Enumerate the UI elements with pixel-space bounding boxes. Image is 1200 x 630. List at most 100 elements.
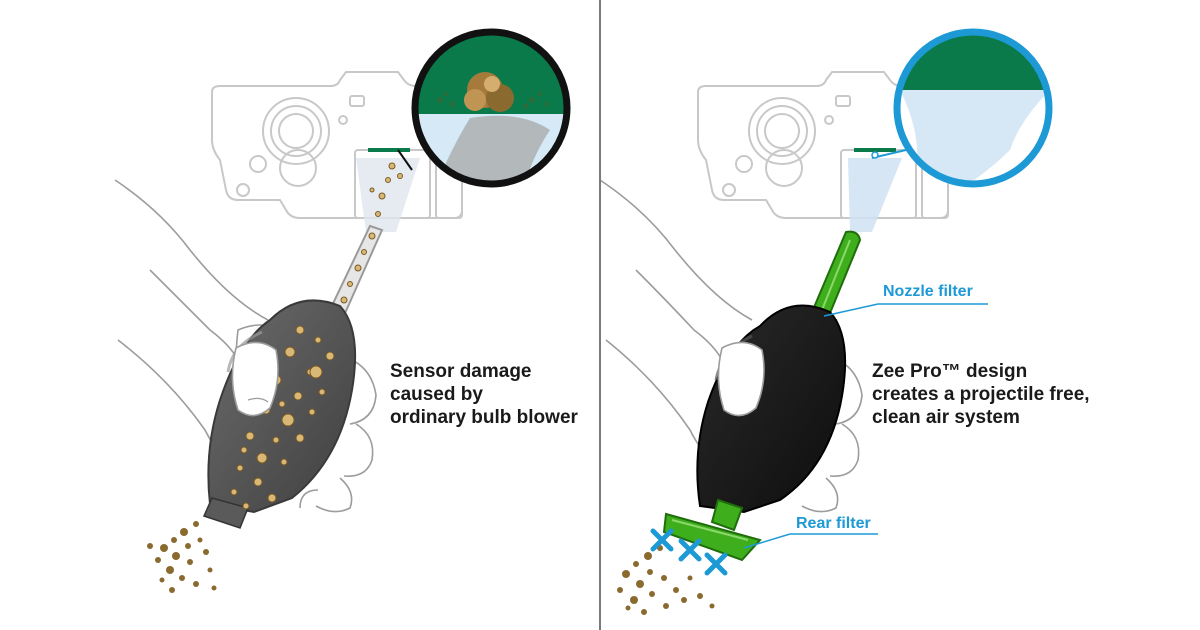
dust-particle-icon bbox=[318, 388, 326, 396]
dust-particle-icon bbox=[309, 365, 323, 379]
dust-particle-icon bbox=[378, 192, 386, 200]
blocked-dust bbox=[617, 545, 715, 615]
dust-particle-icon bbox=[625, 605, 631, 611]
dust-particle-icon bbox=[180, 528, 188, 536]
dust-particle-icon bbox=[172, 552, 180, 560]
dust-particle-icon bbox=[211, 585, 217, 591]
left-caption: Sensor damage caused by ordinary bulb bl… bbox=[390, 360, 578, 429]
dust-particle-icon bbox=[272, 436, 280, 444]
dust-particle-icon bbox=[449, 101, 455, 107]
panel-divider bbox=[599, 0, 601, 630]
dust-particle-icon bbox=[661, 575, 667, 581]
dust-particle-icon bbox=[159, 577, 165, 583]
dust-particle-icon bbox=[644, 552, 652, 560]
right-caption-line-3: clean air system bbox=[872, 407, 1020, 428]
dust-particle-icon bbox=[437, 97, 443, 103]
dust-particle-icon bbox=[697, 593, 703, 599]
dust-particle-icon bbox=[444, 92, 448, 96]
left-panel bbox=[114, 28, 571, 593]
blue-x-stroke bbox=[678, 538, 702, 562]
magnifier-ring bbox=[411, 28, 571, 188]
dust-particle-icon bbox=[308, 408, 316, 416]
dust-particle-icon bbox=[284, 346, 296, 358]
dust-particle-icon bbox=[242, 502, 250, 510]
dust-particle-icon bbox=[155, 557, 161, 563]
dust-particle-icon bbox=[340, 296, 348, 304]
scratch-debris bbox=[437, 92, 548, 109]
dust-particle-icon bbox=[709, 603, 715, 609]
dust-particle-icon bbox=[630, 596, 638, 604]
dust-inside-bulb bbox=[230, 325, 335, 510]
dust-particle-icon bbox=[193, 521, 199, 527]
left-caption-line-3: ordinary bulb blower bbox=[390, 407, 578, 428]
rear-filter-callout bbox=[743, 533, 878, 549]
dust-particle-icon bbox=[203, 549, 209, 555]
dust-particle-icon bbox=[160, 544, 168, 552]
right-caption-line-2: creates a projectile free, bbox=[872, 384, 1090, 405]
dust-particle-icon bbox=[538, 92, 542, 96]
dust-particle-icon bbox=[368, 232, 376, 240]
dust-particle-icon bbox=[622, 570, 630, 578]
dust-sprayed-out bbox=[147, 521, 217, 593]
dust-particle-icon bbox=[230, 488, 238, 496]
sensor-strip bbox=[368, 148, 410, 152]
dust-particle-icon bbox=[185, 543, 191, 549]
dust-particle-icon bbox=[295, 325, 305, 335]
dust-particle-icon bbox=[347, 281, 353, 287]
dust-particle-icon bbox=[179, 575, 185, 581]
dust-particle-icon bbox=[641, 609, 647, 615]
dust-particle-icon bbox=[256, 452, 268, 464]
dust-particle-icon bbox=[325, 351, 335, 361]
airflow-cone bbox=[848, 158, 902, 232]
right-caption: Zee Pro™ design creates a projectile fre… bbox=[872, 360, 1090, 429]
dust-particle-icon bbox=[385, 177, 391, 183]
airflow-cone bbox=[356, 158, 420, 232]
dust-particle-icon bbox=[633, 561, 639, 567]
thumb bbox=[717, 341, 765, 417]
dust-particle-icon bbox=[529, 97, 535, 103]
dust-particle-icon bbox=[649, 591, 655, 597]
dust-particle-icon bbox=[375, 211, 381, 217]
dust-particle-icon bbox=[147, 543, 153, 549]
dust-particle-icon bbox=[523, 103, 529, 109]
dust-particle-icon bbox=[281, 413, 295, 427]
dust-particle-icon bbox=[280, 458, 288, 466]
dust-particle-icon bbox=[314, 336, 322, 344]
blue-x-stroke bbox=[650, 528, 674, 552]
dust-particle-icon bbox=[663, 603, 669, 609]
dust-particle-icon bbox=[278, 400, 286, 408]
magnifier-pointer bbox=[397, 149, 413, 171]
dust-particle-icon bbox=[166, 566, 174, 574]
dust-particle-icon bbox=[388, 162, 396, 170]
dust-particle-icon bbox=[193, 581, 199, 587]
right-caption-line-1: Zee Pro™ design bbox=[872, 361, 1028, 382]
dust-particle-icon bbox=[197, 537, 203, 543]
left-caption-line-2: caused by bbox=[390, 384, 483, 405]
nozzle-filter-callout bbox=[823, 303, 988, 317]
dust-particle-icon bbox=[245, 431, 255, 441]
dust-particle-icon bbox=[636, 580, 644, 588]
dust-particle-icon bbox=[647, 569, 653, 575]
dust-particle-icon bbox=[361, 249, 367, 255]
sensor-strip bbox=[854, 148, 896, 152]
dust-particle-icon bbox=[253, 477, 263, 487]
zee-pro-bulb-blower bbox=[696, 304, 847, 514]
left-caption-line-1: Sensor damage bbox=[390, 361, 532, 382]
dust-particle-icon bbox=[187, 559, 193, 565]
dust-particle-icon bbox=[544, 102, 548, 106]
dust-particle-icon bbox=[354, 264, 362, 272]
dust-particle-icon bbox=[293, 391, 303, 401]
right-panel bbox=[599, 28, 1053, 615]
blue-x-stroke bbox=[704, 552, 728, 576]
dust-particle-icon bbox=[171, 537, 177, 543]
dust-particle-icon bbox=[673, 587, 679, 593]
blue-x-mark-icon bbox=[650, 528, 728, 576]
dust-in-nozzle bbox=[340, 162, 403, 304]
dust-particle-icon bbox=[240, 446, 248, 454]
dust-particle-icon bbox=[681, 597, 687, 603]
dust-particle-icon bbox=[295, 433, 305, 443]
magnifier-ring bbox=[893, 28, 1053, 188]
thumb bbox=[231, 341, 279, 417]
